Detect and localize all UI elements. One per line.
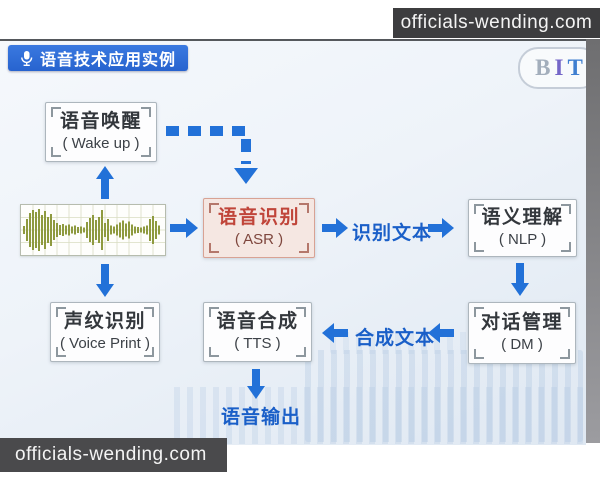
audio-waveform-image: [20, 204, 166, 256]
top-watermark-text: officials-wending.com: [400, 12, 593, 33]
equalizer-background: [170, 387, 584, 444]
node-wake-up: 语音唤醒 ( Wake up ): [45, 102, 157, 162]
label-speech-output: 语音输出: [221, 407, 302, 428]
logo-letter-b: B: [535, 55, 551, 80]
microphone-icon: [21, 50, 33, 66]
node-nlp-title: 语义理解: [481, 206, 564, 228]
node-asr: 语音识别 ( ASR ): [203, 198, 315, 258]
arrow-waveform-to-voiceprint-icon: [96, 264, 114, 297]
node-nlp: 语义理解 ( NLP ): [468, 199, 577, 257]
node-tts-subtitle: ( TTS ): [234, 335, 281, 353]
logo-letter-i: I: [554, 55, 564, 80]
node-voice-print: 声纹识别 ( Voice Print ): [50, 302, 160, 362]
arrow-tts-to-output-icon: [247, 369, 265, 399]
slide-title-badge: 语音技术应用实例: [8, 45, 189, 71]
node-voice-print-title: 声纹识别: [63, 310, 146, 332]
node-dm-subtitle: ( DM ): [501, 336, 543, 354]
arrow-asr-to-text-icon: [322, 218, 348, 238]
slide-title: 语音技术应用实例: [40, 52, 177, 69]
bottom-watermark: officials-wending.com: [0, 438, 227, 472]
label-recognized-text: 识别文本: [352, 223, 433, 244]
node-asr-subtitle: ( ASR ): [234, 231, 284, 249]
equalizer-background: [305, 350, 583, 442]
node-dm: 对话管理 ( DM ): [468, 302, 576, 364]
node-asr-title: 语音识别: [217, 206, 300, 228]
node-voice-print-subtitle: ( Voice Print ): [59, 335, 151, 353]
label-synthesized-text: 合成文本: [355, 328, 436, 349]
arrow-text-to-tts-icon: [322, 323, 348, 343]
node-wake-up-subtitle: ( Wake up ): [62, 135, 140, 153]
arrow-dm-to-text-icon: [428, 323, 454, 343]
arrow-wakeup-to-asr-dashed-icon: [166, 126, 258, 184]
logo-letter-t: T: [567, 55, 583, 80]
arrow-text-to-nlp-icon: [428, 218, 454, 238]
bottom-watermark-text: officials-wending.com: [15, 444, 207, 465]
node-nlp-subtitle: ( NLP ): [498, 231, 547, 249]
arrow-nlp-to-dm-icon: [511, 263, 529, 296]
arrow-waveform-to-wakeup-icon: [96, 166, 114, 199]
top-watermark: officials-wending.com: [393, 8, 600, 38]
node-wake-up-title: 语音唤醒: [59, 110, 142, 132]
screen-edge-strip: [586, 39, 600, 443]
slide-background: 语音技术应用实例 B I T 语音唤醒 ( Wake up ) 语音识别 ( A…: [0, 39, 600, 445]
arrow-waveform-to-asr-icon: [170, 218, 198, 238]
node-tts: 语音合成 ( TTS ): [203, 302, 312, 362]
node-dm-title: 对话管理: [480, 311, 563, 333]
node-tts-title: 语音合成: [216, 310, 299, 332]
